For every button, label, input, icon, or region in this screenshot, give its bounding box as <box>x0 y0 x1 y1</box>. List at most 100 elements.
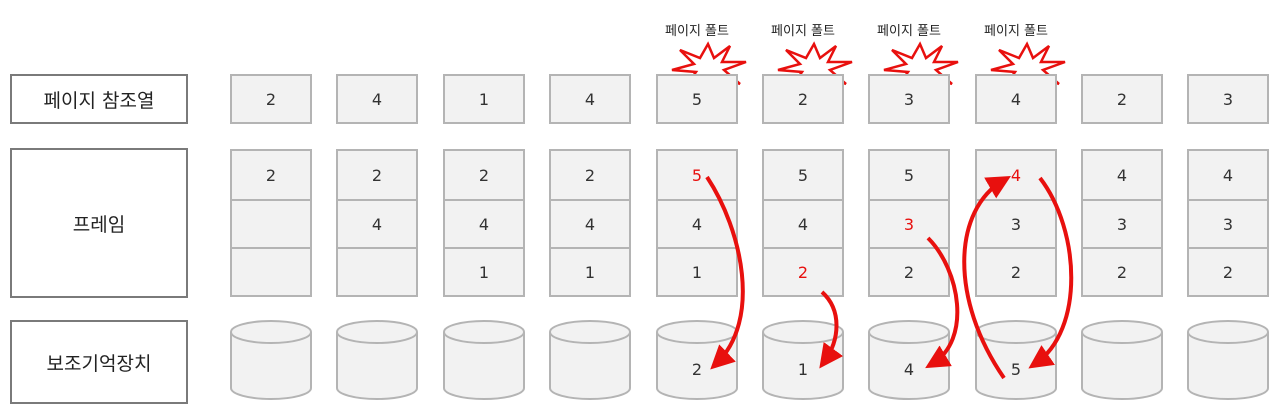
reference-cell: 3 <box>1187 74 1269 124</box>
frame-cell <box>338 247 416 295</box>
reference-cell: 4 <box>975 74 1057 124</box>
frame-cell: 2 <box>551 151 629 199</box>
frame-column: 2 4 1 <box>443 149 525 297</box>
frame-cell: 3 <box>977 199 1055 247</box>
frame-cell: 2 <box>870 247 948 295</box>
frame-cell: 4 <box>977 151 1055 199</box>
frame-value: 1 <box>478 262 490 282</box>
frame-value: 4 <box>797 214 809 234</box>
storage-cylinder-icon <box>336 320 418 400</box>
reference-cell: 2 <box>762 74 844 124</box>
frame-value: 5 <box>797 165 809 185</box>
reference-value: 2 <box>265 89 277 109</box>
frame-value: 4 <box>371 214 383 234</box>
frame-cell: 2 <box>764 247 842 295</box>
frame-value: 5 <box>903 165 915 185</box>
reference-value: 4 <box>371 89 383 109</box>
frame-value: 3 <box>903 214 915 234</box>
frame-column: 4 3 2 <box>975 149 1057 297</box>
storage-page-value: 5 <box>1010 360 1022 379</box>
frame-cell: 4 <box>338 199 416 247</box>
reference-value: 4 <box>1010 89 1022 109</box>
storage-cylinder-icon <box>1081 320 1163 400</box>
frame-value: 2 <box>797 262 809 282</box>
frame-value: 3 <box>1116 214 1128 234</box>
frame-value: 2 <box>371 165 383 185</box>
frame-cell: 2 <box>977 247 1055 295</box>
frame-cell: 3 <box>1189 199 1267 247</box>
storage-page-value: 1 <box>797 360 809 379</box>
frame-value: 1 <box>584 262 596 282</box>
reference-cell: 1 <box>443 74 525 124</box>
reference-cell: 5 <box>656 74 738 124</box>
frame-cell: 4 <box>658 199 736 247</box>
frame-cell <box>232 247 310 295</box>
frame-cell: 4 <box>551 199 629 247</box>
reference-value: 4 <box>584 89 596 109</box>
frame-cell: 1 <box>658 247 736 295</box>
storage-page-value: 4 <box>903 360 915 379</box>
frame-value: 2 <box>1010 262 1022 282</box>
frame-value: 5 <box>691 165 703 185</box>
frame-cell: 4 <box>1083 151 1161 199</box>
frame-cell: 3 <box>870 199 948 247</box>
frame-column: 5 4 1 <box>656 149 738 297</box>
frame-column: 2 4 1 <box>549 149 631 297</box>
frame-column: 5 3 2 <box>868 149 950 297</box>
reference-value: 1 <box>478 89 490 109</box>
frame-cell: 3 <box>1083 199 1161 247</box>
row-label-storage-text: 보조기억장치 <box>46 352 152 375</box>
row-label-storage: 보조기억장치 <box>10 320 188 404</box>
frame-column: 4 3 2 <box>1187 149 1269 297</box>
frame-cell: 2 <box>338 151 416 199</box>
frame-cell: 5 <box>764 151 842 199</box>
page-fault-label: 페이지 폴트 <box>665 24 729 39</box>
frame-cell: 2 <box>1189 247 1267 295</box>
frame-cell <box>232 199 310 247</box>
reference-cell: 2 <box>1081 74 1163 124</box>
reference-cell: 3 <box>868 74 950 124</box>
frame-column: 5 4 2 <box>762 149 844 297</box>
frame-cell: 4 <box>1189 151 1267 199</box>
frame-value: 4 <box>584 214 596 234</box>
storage-cylinder-icon <box>230 320 312 400</box>
reference-value: 2 <box>797 89 809 109</box>
frame-cell: 2 <box>232 151 310 199</box>
frame-value: 4 <box>478 214 490 234</box>
frame-value: 1 <box>691 262 703 282</box>
frame-cell: 4 <box>764 199 842 247</box>
frame-cell: 2 <box>445 151 523 199</box>
frame-cell: 1 <box>551 247 629 295</box>
row-label-frames: 프레임 <box>10 148 188 298</box>
reference-cell: 4 <box>336 74 418 124</box>
frame-column: 2 <box>230 149 312 297</box>
reference-cell: 2 <box>230 74 312 124</box>
frame-value: 3 <box>1222 214 1234 234</box>
frame-value: 4 <box>1010 165 1022 185</box>
frame-cell: 5 <box>658 151 736 199</box>
frame-value: 4 <box>1116 165 1128 185</box>
storage-cylinder-icon <box>443 320 525 400</box>
frame-column: 4 3 2 <box>1081 149 1163 297</box>
reference-value: 2 <box>1116 89 1128 109</box>
storage-page-value: 2 <box>691 360 703 379</box>
page-fault-label: 페이지 폴트 <box>984 24 1048 39</box>
reference-value: 3 <box>1222 89 1234 109</box>
frame-value: 4 <box>1222 165 1234 185</box>
row-label-frames-text: 프레임 <box>72 213 126 236</box>
frame-value: 2 <box>1116 262 1128 282</box>
storage-cylinder-icon <box>549 320 631 400</box>
page-fault-label: 페이지 폴트 <box>771 24 835 39</box>
frame-cell: 2 <box>1083 247 1161 295</box>
frame-value: 2 <box>584 165 596 185</box>
frame-value: 2 <box>478 165 490 185</box>
frame-value: 4 <box>691 214 703 234</box>
frame-value: 2 <box>903 262 915 282</box>
storage-cylinder-icon <box>1187 320 1269 400</box>
frame-value: 2 <box>1222 262 1234 282</box>
frame-cell: 5 <box>870 151 948 199</box>
frame-value: 3 <box>1010 214 1022 234</box>
frame-value: 2 <box>265 165 277 185</box>
row-label-reference-text: 페이지 참조열 <box>43 89 155 112</box>
